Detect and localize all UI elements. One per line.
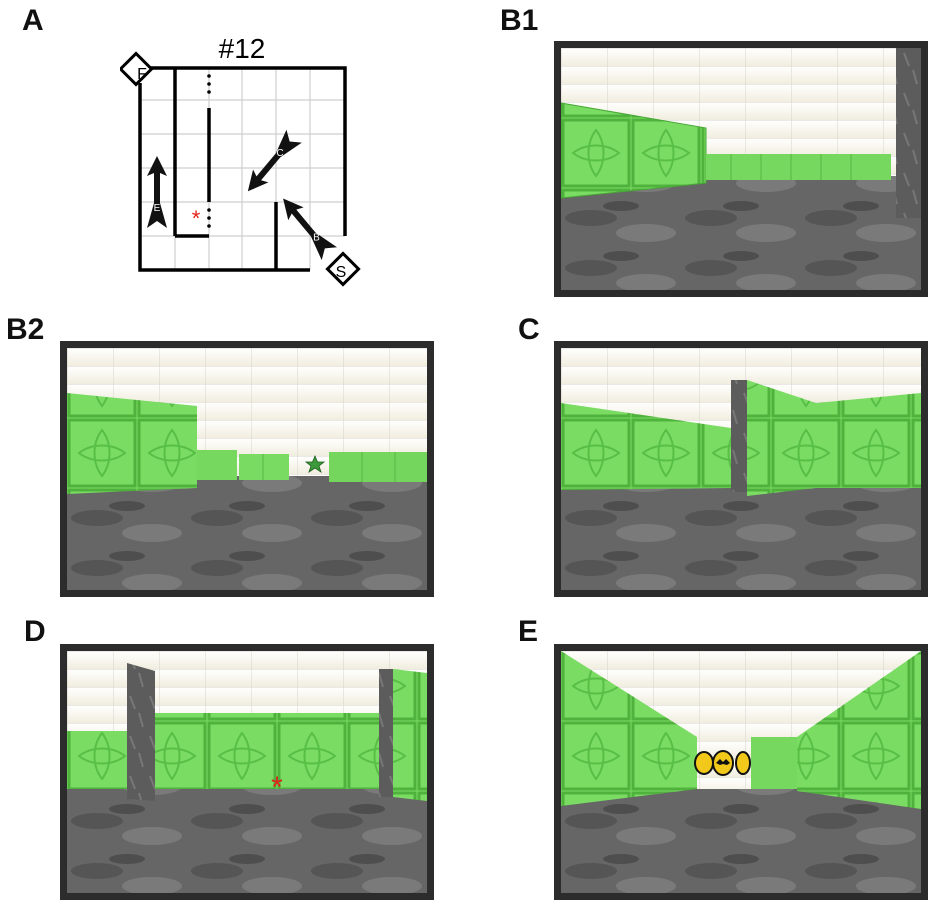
- panel-label-e: E: [518, 615, 539, 648]
- panel-label-b1: B1: [500, 4, 539, 37]
- red-asterisk-marker: *: [192, 206, 201, 231]
- bat-logo-icon: [694, 750, 751, 776]
- svg-text:E: E: [154, 203, 161, 214]
- start-marker: S: [325, 251, 361, 287]
- viewpoint-arrow-b: B: [283, 198, 338, 261]
- view-d: *: [60, 644, 434, 900]
- red-asterisk-view: *: [271, 771, 283, 804]
- green-star-icon: [304, 454, 326, 473]
- view-c: [554, 341, 928, 597]
- panel-label-d: D: [24, 615, 46, 648]
- viewpoint-arrow-e: E: [147, 156, 167, 228]
- svg-text:B: B: [313, 232, 320, 243]
- maze-number: #12: [219, 33, 266, 64]
- svg-text:F: F: [137, 66, 147, 83]
- panel-label-a: A: [22, 4, 44, 37]
- panel-label-b2: B2: [6, 313, 45, 346]
- view-b2: [60, 341, 434, 597]
- view-e: [554, 644, 928, 900]
- viewpoint-arrow-c: C: [247, 129, 302, 192]
- finish-marker: F: [118, 51, 154, 87]
- view-b1: [554, 41, 928, 297]
- maze-map: F S #12 E C B *: [118, 28, 370, 295]
- panel-label-c: C: [518, 313, 540, 346]
- svg-text:S: S: [336, 264, 347, 281]
- svg-text:C: C: [276, 148, 283, 159]
